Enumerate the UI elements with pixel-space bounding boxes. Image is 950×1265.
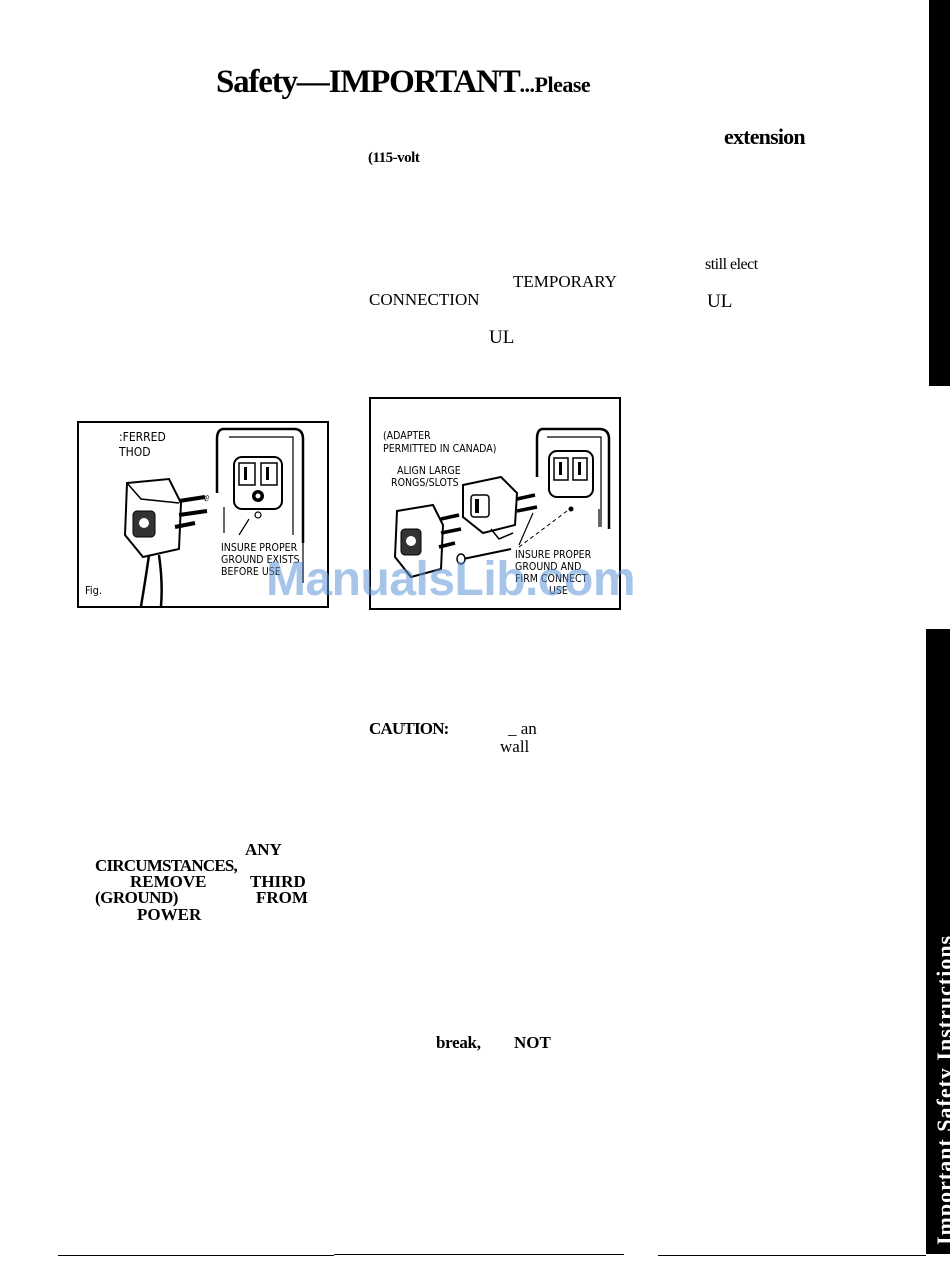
text-not: NOT xyxy=(514,1033,551,1052)
text-circumstances: CIRCUMSTANCES, xyxy=(95,856,238,875)
text-from: FROM xyxy=(256,888,308,907)
footer-rule-middle xyxy=(334,1254,624,1255)
figure-adapter-method: (ADAPTER PERMITTED IN CANADA) ALIGN LARG… xyxy=(369,397,621,610)
text-an: _ an xyxy=(508,719,537,738)
fig-callout-3: BEFORE USE xyxy=(221,566,281,578)
page-title: Safety—IMPORTANT...Please xyxy=(216,64,591,101)
text-wall: wall xyxy=(500,737,530,756)
text-ul-2: UL xyxy=(489,327,515,348)
fig-mark: ⅇ xyxy=(204,493,210,504)
text-any: ANY xyxy=(245,840,282,859)
fig-callout-2: GROUND EXISTS xyxy=(221,554,300,566)
fig2-label-2: PERMITTED IN CANADA) xyxy=(383,443,497,455)
fig2-callout-1: INSURE PROPER xyxy=(515,549,592,561)
fig-label-preferred-2: THOD xyxy=(119,445,151,459)
fig2-label-1: (ADAPTER xyxy=(383,430,431,442)
side-tab-bottom xyxy=(926,629,950,1254)
fig2-callout-3: FIRM CONNECT xyxy=(515,573,588,585)
fig2-callout-2: GROUND AND xyxy=(515,561,582,573)
side-tab-label: Important Safety Instructions xyxy=(932,934,950,1245)
figure-preferred-method-drawing xyxy=(123,427,305,606)
text-extension: extension xyxy=(724,124,806,149)
text-ground: (GROUND) xyxy=(95,888,178,907)
figure-preferred-method: :FERRED THOD ⅇ INSURE PROPER GROUND EXIS… xyxy=(77,421,329,608)
text-ul-1: UL xyxy=(707,291,733,312)
text-power: POWER xyxy=(137,905,202,924)
text-third: THIRD xyxy=(250,872,306,891)
text-temporary: TEMPORARY xyxy=(513,272,617,291)
fig2-callout-4: USE xyxy=(549,585,568,597)
footer-rule-right xyxy=(658,1255,926,1256)
title-suffix: ...Please xyxy=(519,72,591,97)
text-break: break, xyxy=(436,1033,481,1052)
fig-callout-1: INSURE PROPER xyxy=(221,542,298,554)
text-connection: CONNECTION xyxy=(369,290,480,309)
title-main: Safety—IMPORTANT xyxy=(216,64,521,100)
fig-number-label: Fig. xyxy=(85,584,103,597)
fig2-align-1: ALIGN LARGE xyxy=(397,465,461,477)
footer-rule-left xyxy=(58,1255,334,1256)
text-still-elect: still elect xyxy=(705,256,758,273)
text-caution: CAUTION: xyxy=(369,719,449,738)
text-remove: REMOVE xyxy=(130,872,207,891)
text-115-volt: (115-volt xyxy=(368,150,420,166)
fig2-align-2: RONGS/SLOTS xyxy=(391,477,459,489)
fig-label-preferred-1: :FERRED xyxy=(119,430,166,444)
figure-adapter-drawing xyxy=(393,427,611,579)
watermark: ManualsLib.com xyxy=(266,553,636,606)
side-tab-top xyxy=(929,0,950,386)
